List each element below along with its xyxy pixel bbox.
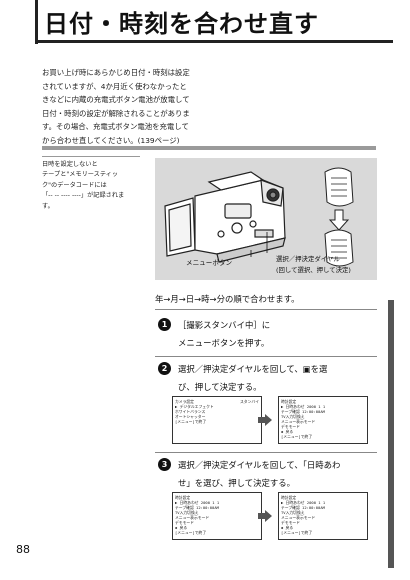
dial-down-arrow <box>328 209 350 231</box>
screen-row: ▶ デジタルエフェクト <box>175 404 214 409</box>
dial-pointer <box>250 232 268 257</box>
step-line: び、押して決定する。 <box>178 382 262 392</box>
sidenote-line: す。 <box>42 202 54 210</box>
sequence-text: 年→月→日→時→分の順で合わせます。 <box>155 294 300 304</box>
dial-detail-bottom <box>324 229 354 267</box>
intro-line: す。その場合、充電式ボタン電池を充電して <box>42 122 189 132</box>
screen-row: カメラ設定 スタンバイ <box>175 399 259 404</box>
dial-detail-top <box>324 167 354 207</box>
screen-row: テープ確認 12:00:00AM <box>281 505 325 510</box>
sidenote-line: ク"のデータコードには <box>42 181 107 189</box>
screen-row: メニュー表示モード <box>281 419 316 424</box>
screen-row: ◆ 戻る <box>281 429 294 434</box>
screen-row: ▶ 日時あわせ 2000 1 1 <box>281 500 326 505</box>
screen-row: 時計設定 <box>281 399 297 404</box>
menu-screen-date-time: 時計設定 ▶ 日時あわせ 2000 1 1 テープ確認 12:00:00AM T… <box>278 492 368 540</box>
screen-row: デモモード <box>281 520 300 525</box>
camcorder-drawing <box>164 167 354 267</box>
screen-row: デモモード <box>281 424 300 429</box>
screen-row: [メニュー]で終了 <box>175 530 207 535</box>
sidenote: 日時を設定しないと テープと"メモリースティッ ク"のデータコードには 「-- … <box>42 160 142 212</box>
menu-screen-camera-settings: カメラ設定 スタンバイ ▶ デジタルエフェクト ホワイトバランス オートシャッタ… <box>172 396 262 444</box>
lcd-panel <box>164 197 196 257</box>
title-vertical-rule <box>35 0 38 44</box>
screen-row: ホワイトバランス <box>175 409 206 414</box>
step-line: メニューボタンを押す。 <box>178 338 270 348</box>
screen-row: ▶ 日時あわせ 2000 1 1 <box>281 404 326 409</box>
step-divider <box>155 356 377 357</box>
screen-row: TV入力切換え <box>175 510 199 515</box>
screen-corner-text: スタンバイ <box>240 399 259 404</box>
intro-paragraph: お買い上げ時にあらかじめ日付・時刻は設定 されていますが、4か月近く使わなかった… <box>42 66 292 148</box>
screen-row: デモモード <box>175 520 194 525</box>
menu-screen-clock-settings: 時計設定 ▶ 日時あわせ 2000 1 1 テープ確認 12:00:00AM T… <box>278 396 368 444</box>
screen-row: TV入力切換え <box>281 510 305 515</box>
intro-line: 日付・時刻の設定が解除されることがありま <box>42 108 190 118</box>
camcorder-illustration <box>155 158 377 280</box>
intro-line: から合わせ直してください。(139ページ) <box>42 135 180 145</box>
page-title: 日付・時刻を合わせ直す <box>44 10 319 38</box>
step-text: 選択／押決定ダイヤルを回して、「日時あわ せ」を選び、押して決定する。 <box>178 456 378 492</box>
screen-row: [メニュー]で終了 <box>281 530 313 535</box>
intro-line: お買い上げ時にあらかじめ日付・時刻は設定 <box>42 68 190 77</box>
screen-row: 時計設定 <box>281 495 297 500</box>
step-1: 1 ［撮影スタンバイ中］に メニューボタンを押す。 <box>158 316 378 352</box>
step-number: 3 <box>158 458 171 471</box>
intro-line: されていますが、4か月近く使わなかったと <box>42 81 187 91</box>
title-bar: 日付・時刻を合わせ直す <box>22 0 394 44</box>
sidenote-rule <box>42 156 140 157</box>
camcorder-body <box>194 171 286 263</box>
step-line: せ」を選び、押して決定する。 <box>178 478 295 488</box>
dial-label: 選択／押決定ダイヤル (回して選択、押して決定) <box>276 254 351 275</box>
step-line: ［撮影スタンバイ中］に <box>178 320 271 330</box>
screen-row: 時計設定 <box>175 495 191 500</box>
page-number: 88 <box>16 543 30 556</box>
screen-row: ▶ 日時あわせ 2000 1 1 <box>175 500 220 505</box>
step-text: ［撮影スタンバイ中］に メニューボタンを押す。 <box>178 316 378 352</box>
right-arrow-icon <box>258 414 272 426</box>
step-line: 選択／押決定ダイヤルを回して、▣を選 <box>178 364 328 374</box>
menu-screen-clock-settings: 時計設定 ▶ 日時あわせ 2000 1 1 テープ確認 12:00:00AM T… <box>172 492 262 540</box>
step-number: 2 <box>158 362 171 375</box>
screen-row: [メニュー]で終了 <box>281 434 313 439</box>
dial-label-line: 選択／押決定ダイヤル <box>276 255 340 263</box>
page-edge-bar <box>388 300 394 568</box>
dial-label-line: (回して選択、押して決定) <box>276 265 351 274</box>
sidenote-line: テープと"メモリースティッ <box>42 171 119 179</box>
section-divider <box>42 146 376 150</box>
title-underline <box>35 40 393 43</box>
screen-row: [メニュー]で終了 <box>175 419 207 424</box>
menu-button-label: メニューボタン <box>186 259 233 267</box>
screen-row: ◆ 戻る <box>281 525 294 530</box>
sidenote-line: 日時を設定しないと <box>42 161 98 168</box>
screen-row: テープ確認 12:00:00AM <box>281 409 325 414</box>
sequence-rule <box>155 309 377 310</box>
step-line: 選択／押決定ダイヤルを回して、「日時あわ <box>178 460 341 470</box>
screen-row: オートシャッター <box>175 414 206 419</box>
right-arrow-icon <box>258 510 272 522</box>
screen-row: ◆ 戻る <box>175 525 188 530</box>
screen-row: メニュー表示モード <box>281 515 316 520</box>
intro-line: きなどに内蔵の充電式ボタン電池が放電して <box>42 95 190 105</box>
screen-row: テープ確認 12:00:00AM <box>175 505 219 510</box>
screen-row: メニュー表示モード <box>175 515 210 520</box>
screen-row: TV入力切換え <box>281 414 305 419</box>
step-text: 選択／押決定ダイヤルを回して、▣を選 び、押して決定する。 <box>178 360 378 396</box>
step-divider <box>155 452 377 453</box>
step-number: 1 <box>158 318 171 331</box>
step-3: 3 選択／押決定ダイヤルを回して、「日時あわ せ」を選び、押して決定する。 <box>158 456 378 492</box>
step-2: 2 選択／押決定ダイヤルを回して、▣を選 び、押して決定する。 <box>158 360 378 396</box>
sidenote-line: 「-- -- ---- ----」が記録されま <box>42 192 125 200</box>
